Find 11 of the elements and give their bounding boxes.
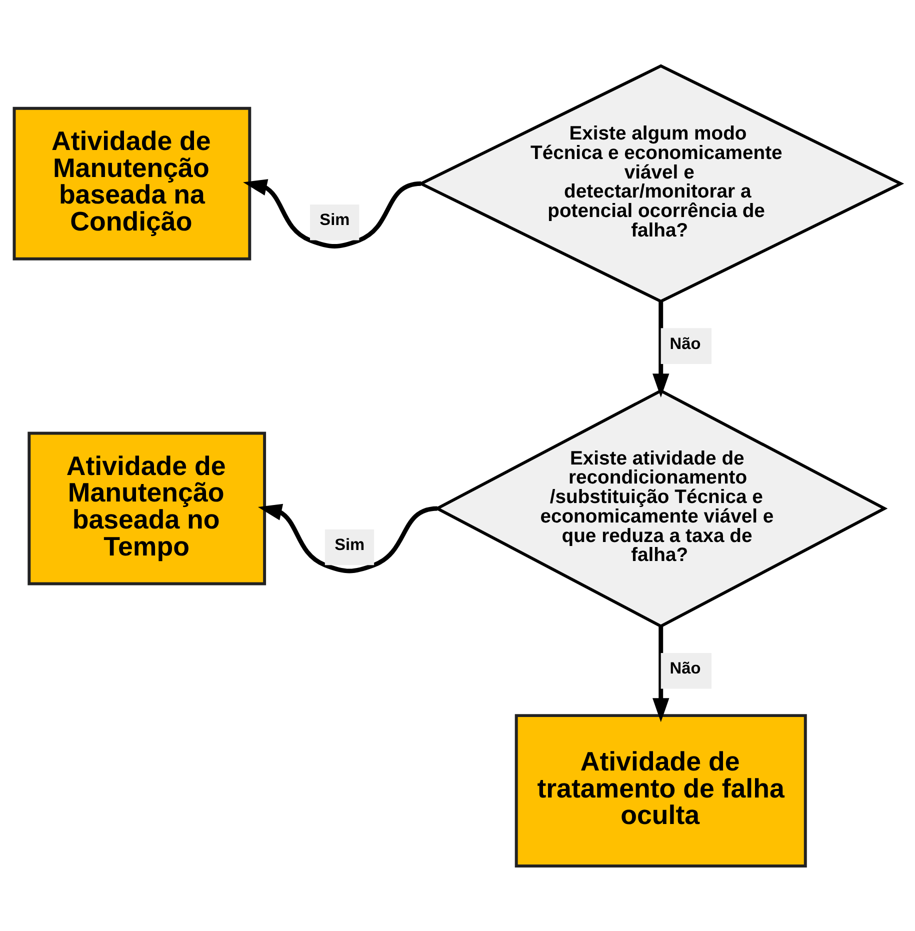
node-box: Atividade de tratamento de falha oculta [514,714,807,868]
edge-label: Sim [320,210,350,229]
node-box: Atividade de Manutenção baseada no Tempo [28,431,266,585]
arrow [258,503,438,573]
node-box: Atividade de Manutenção baseada na Condição [12,106,252,260]
edge-label: Sim [334,535,365,554]
arrow [652,626,670,722]
arrow [243,178,422,248]
arrow [652,301,670,397]
edge-label: Não [670,334,701,352]
edge-label: Não [670,659,701,678]
